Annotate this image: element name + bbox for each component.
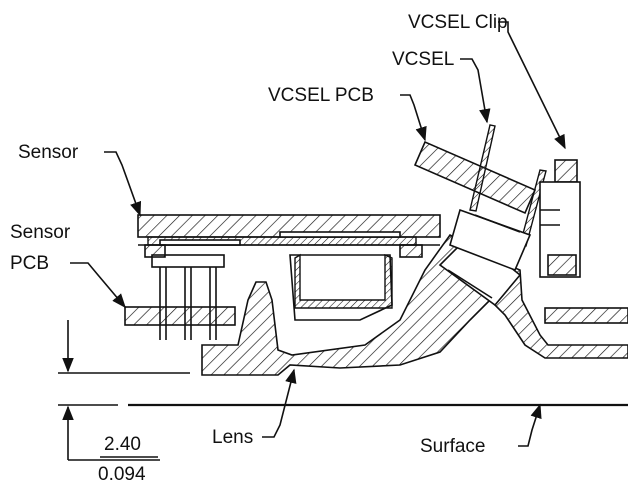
vcsel-clip bbox=[539, 159, 628, 324]
dimension-inch: 0.094 bbox=[98, 464, 146, 485]
label-sensor-pcb-line2: PCB bbox=[10, 253, 49, 274]
label-sensor: Sensor bbox=[18, 142, 79, 163]
label-vcsel: VCSEL bbox=[392, 49, 454, 70]
dimension-marker bbox=[62, 320, 160, 461]
label-vcsel-clip: VCSEL Clip bbox=[408, 12, 508, 33]
lens-housing bbox=[201, 233, 628, 376]
dimension-mm: 2.40 bbox=[104, 434, 141, 455]
label-vcsel-pcb: VCSEL PCB bbox=[268, 85, 374, 106]
label-surface: Surface bbox=[420, 436, 485, 457]
label-lens: Lens bbox=[212, 427, 253, 448]
leader-lines bbox=[70, 21, 566, 447]
sensor-body bbox=[137, 214, 441, 258]
surface-lines bbox=[58, 372, 628, 407]
label-sensor-pcb-line1: Sensor bbox=[10, 222, 71, 243]
sensor-pcb bbox=[124, 254, 236, 340]
